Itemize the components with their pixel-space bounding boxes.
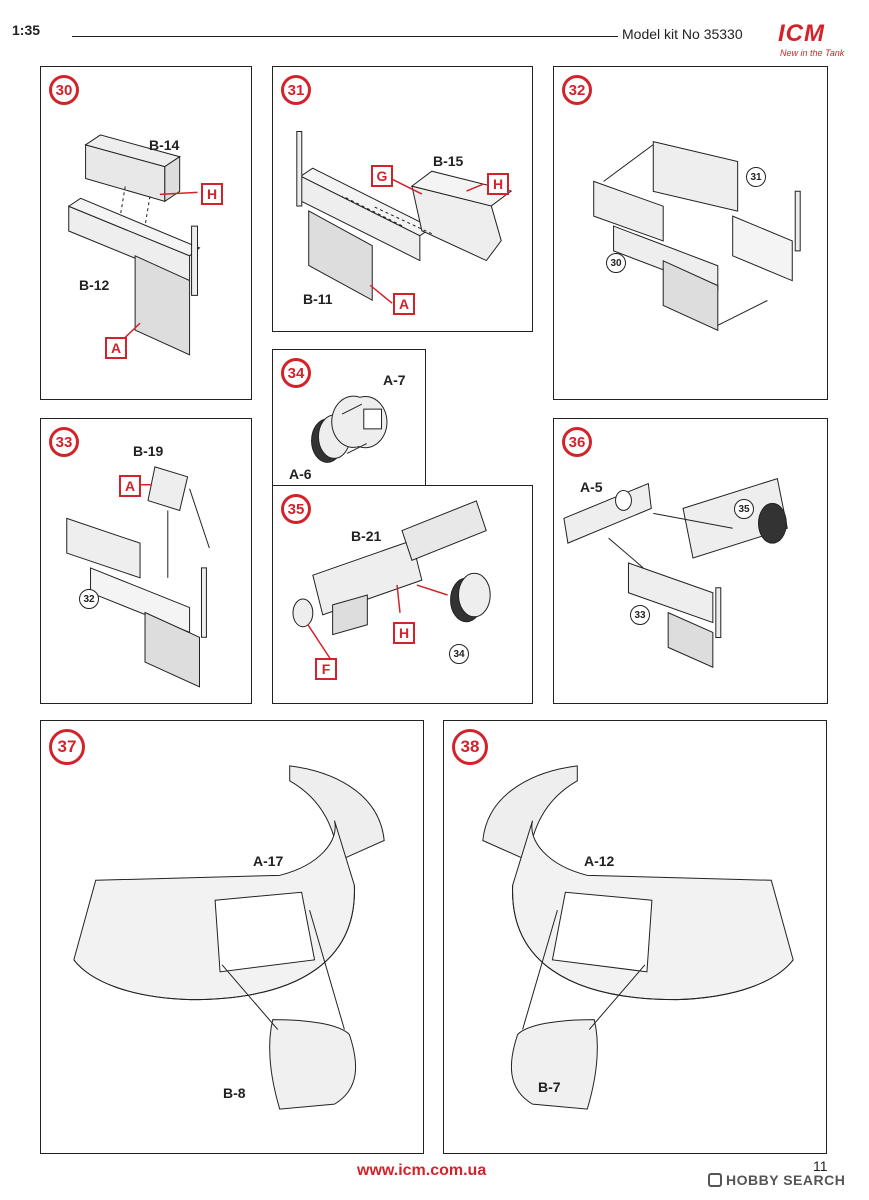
step-31-panel: 31 B-15 B-11 G H A bbox=[272, 66, 533, 332]
page-number: 11 bbox=[813, 1158, 828, 1174]
step-30-drawing bbox=[41, 67, 251, 399]
step-34-part-a6: A-6 bbox=[289, 466, 312, 482]
watermark-text: HOBBY SEARCH bbox=[726, 1172, 846, 1188]
step-36-drawing bbox=[554, 419, 827, 703]
footer-url[interactable]: www.icm.com.ua bbox=[357, 1162, 487, 1179]
step-30-panel: 30 B-14 B-12 H A bbox=[40, 66, 252, 400]
step-36-part-a5: A-5 bbox=[580, 479, 603, 495]
step-31-number: 31 bbox=[281, 75, 311, 105]
step-31-tag-a: A bbox=[393, 293, 415, 315]
step-33-panel: 33 B-19 A 32 bbox=[40, 418, 252, 704]
step-35-part-b21: B-21 bbox=[351, 528, 382, 544]
step-34-panel: 34 A-7 A-6 bbox=[272, 349, 426, 486]
step-30-part-b14: B-14 bbox=[149, 137, 180, 153]
watermark: HOBBY SEARCH bbox=[708, 1172, 845, 1188]
step-35-drawing bbox=[273, 486, 532, 703]
scale-label: 1:35 bbox=[12, 22, 41, 38]
step-35-tag-f: F bbox=[315, 658, 337, 680]
step-37-part-b8: B-8 bbox=[223, 1085, 246, 1101]
step-38-drawing bbox=[444, 721, 826, 1153]
step-35-number: 35 bbox=[281, 494, 311, 524]
step-30-tag-a: A bbox=[105, 337, 127, 359]
step-37-part-a17: A-17 bbox=[253, 853, 284, 869]
step-37-number: 37 bbox=[49, 729, 85, 765]
step-35-panel: 35 B-21 H F 34 bbox=[272, 485, 533, 704]
step-37-panel: 37 A-17 B-8 bbox=[40, 720, 424, 1154]
step-31-part-b11: B-11 bbox=[303, 291, 333, 307]
step-37-drawing bbox=[41, 721, 423, 1153]
step-31-part-b15: B-15 bbox=[433, 153, 464, 169]
step-32-drawing bbox=[554, 67, 827, 399]
step-38-part-b7: B-7 bbox=[538, 1079, 561, 1095]
step-33-part-b19: B-19 bbox=[133, 443, 164, 459]
watermark-logo-icon bbox=[708, 1173, 722, 1187]
step-31-drawing bbox=[273, 67, 532, 331]
step-32-ref-30: 30 bbox=[606, 253, 626, 273]
step-34-number: 34 bbox=[281, 358, 311, 388]
step-35-ref-34: 34 bbox=[449, 644, 469, 664]
step-38-number: 38 bbox=[452, 729, 488, 765]
step-38-part-a12: A-12 bbox=[584, 853, 615, 869]
step-34-drawing bbox=[273, 350, 425, 485]
step-32-panel: 32 31 30 bbox=[553, 66, 828, 400]
brand-logo: ICM New in the Tank bbox=[768, 14, 858, 66]
step-33-drawing bbox=[41, 419, 251, 703]
step-36-ref-33: 33 bbox=[630, 605, 650, 625]
step-36-panel: 36 A-5 35 33 bbox=[553, 418, 828, 704]
model-number: Model kit No 35330 bbox=[622, 26, 743, 42]
step-38-panel: 38 A-12 B-7 bbox=[443, 720, 827, 1154]
step-30-part-b12: B-12 bbox=[79, 277, 110, 293]
step-34-part-a7: A-7 bbox=[383, 372, 406, 388]
step-36-number: 36 bbox=[562, 427, 592, 457]
step-30-number: 30 bbox=[49, 75, 79, 105]
step-31-tag-h: H bbox=[487, 173, 509, 195]
step-33-number: 33 bbox=[49, 427, 79, 457]
brand-slogan: New in the Tank bbox=[780, 48, 845, 58]
step-35-tag-h: H bbox=[393, 622, 415, 644]
step-32-number: 32 bbox=[562, 75, 592, 105]
step-36-ref-35: 35 bbox=[734, 499, 754, 519]
brand-logo-text: ICM bbox=[778, 20, 825, 47]
step-31-tag-g: G bbox=[371, 165, 393, 187]
step-33-ref-32: 32 bbox=[79, 589, 99, 609]
step-33-tag-a: A bbox=[119, 475, 141, 497]
step-32-ref-31: 31 bbox=[746, 167, 766, 187]
step-30-tag-h: H bbox=[201, 183, 223, 205]
header-rule bbox=[72, 36, 618, 37]
